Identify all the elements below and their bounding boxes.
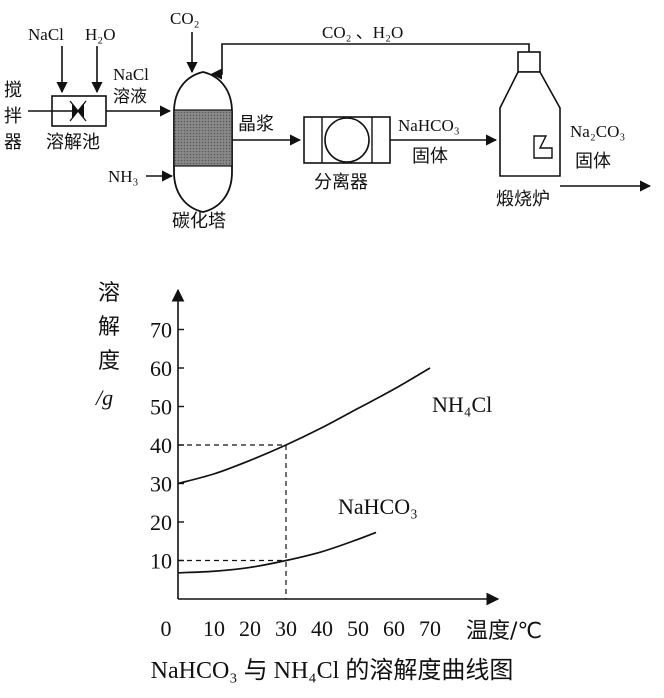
furnace-label: 煅烧炉 [496, 189, 550, 210]
series-label-nh4cl: NH₄Cl [432, 392, 492, 417]
y-axis-label-4: /g [94, 385, 113, 410]
x-tick-label: 10 [203, 616, 225, 641]
separator-product-state: 固体 [412, 146, 448, 167]
y-tick-label: 50 [150, 395, 172, 420]
x-tick-label: 60 [383, 616, 405, 641]
x-tick-label: 50 [347, 616, 369, 641]
x-tick-label: 30 [275, 616, 297, 641]
stirrer-label-3: 器 [4, 132, 22, 153]
chart-caption: NaHCO₃ 与 NH₄Cl 的溶解度曲线图 [151, 657, 514, 684]
separator [303, 116, 391, 164]
dissolving-pool-label: 溶解池 [46, 132, 100, 153]
y-tick-label: 30 [150, 472, 172, 497]
separator-label: 分离器 [314, 172, 368, 193]
x-tick-label: 0 [161, 616, 172, 641]
series-label-nahco3: NaHCO₃ [338, 494, 418, 519]
separator-product-label: NaHCO₃ [398, 116, 460, 135]
furnace-product-label: Na₂CO₃ [570, 122, 625, 141]
carbonation-tower [173, 71, 233, 213]
nacl-solution-label: NaCl [113, 65, 149, 84]
x-tick-label: 40 [311, 616, 333, 641]
x-axis-label: 温度/℃ [466, 619, 542, 644]
y-tick-label: 20 [150, 510, 172, 535]
x-tick-label: 20 [239, 616, 261, 641]
nh4cl-curve [177, 367, 431, 485]
process-diagram: NaCl H₂O CO₂ NH₃ 搅 拌 器 溶解池 NaCl 溶液 [4, 9, 652, 232]
recycle-label: CO₂ 、H₂O [322, 23, 403, 42]
nahco3-curve [177, 531, 377, 574]
y-tick-label: 40 [150, 433, 172, 458]
stirrer-label-1: 搅 [4, 80, 22, 101]
stirrer-icon [69, 100, 87, 122]
h2o-input-label: H₂O [85, 25, 115, 44]
y-tick-label: 70 [150, 318, 172, 343]
furnace-product-state: 固体 [575, 151, 611, 172]
y-axis-label-1: 溶 [98, 281, 120, 306]
recycle-loop-arrow [210, 43, 530, 80]
nacl-input-label: NaCl [28, 25, 64, 44]
y-tick-label: 10 [150, 549, 172, 574]
y-tick-label: 60 [150, 356, 172, 381]
x-tick-label: 70 [419, 616, 441, 641]
carbonation-tower-label: 碳化塔 [172, 211, 226, 232]
nh3-input-label: NH₃ [108, 167, 139, 186]
nacl-solution-label-2: 溶液 [113, 87, 147, 107]
y-axis-label-3: 度 [98, 349, 120, 374]
calcining-furnace [499, 51, 561, 177]
y-axis-label-2: 解 [98, 315, 120, 340]
stirrer-label-2: 拌 [4, 106, 22, 127]
co2-input-label: CO₂ [170, 9, 200, 28]
slurry-label: 晶浆 [238, 114, 274, 135]
